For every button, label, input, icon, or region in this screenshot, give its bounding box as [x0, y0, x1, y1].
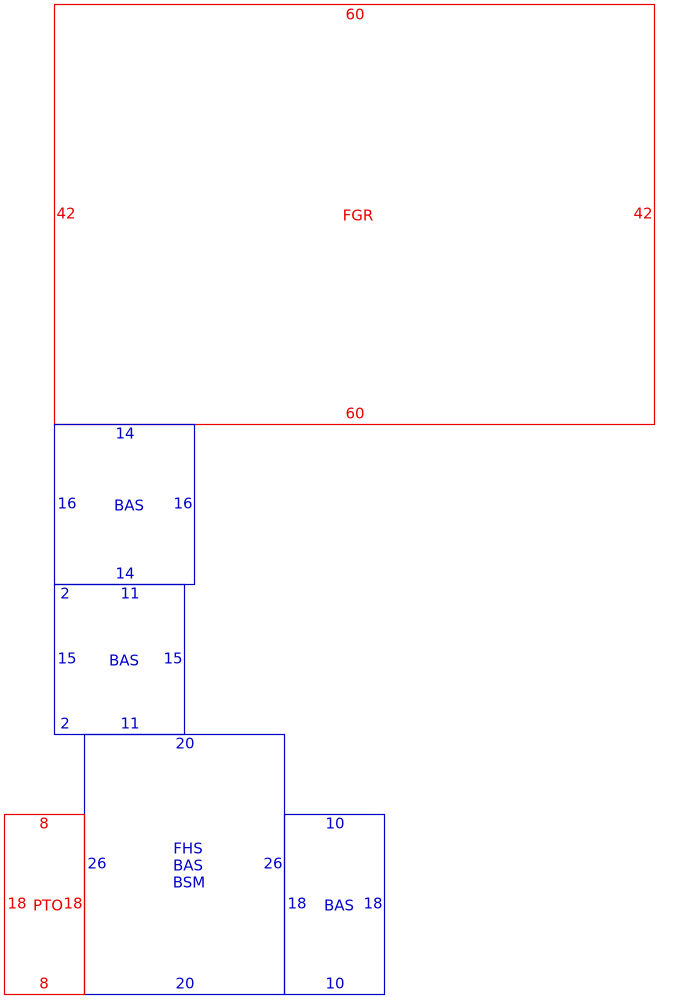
area-bas-middle-corner-top-dim: 2	[60, 585, 70, 603]
area-bas-middle-label: BAS	[109, 652, 139, 670]
area-bas-middle-top-dim: 11	[120, 585, 139, 603]
area-fgr-outline	[53, 3, 656, 426]
area-fhs-main-left-dim: 26	[87, 855, 106, 873]
area-bas-upper-bottom-dim: 14	[115, 565, 134, 583]
area-pto-label: PTO	[33, 897, 63, 915]
area-fhs-main-bottom-dim: 20	[175, 975, 194, 993]
area-pto-left-dim: 18	[7, 895, 26, 913]
area-pto-top-dim: 8	[39, 815, 49, 833]
area-bas-right-bottom-dim: 10	[325, 975, 344, 993]
area-bas-right-right-dim: 18	[363, 895, 382, 913]
area-bas-upper-left-dim: 16	[57, 495, 76, 513]
area-fhs-main-top-dim: 20	[175, 735, 194, 753]
area-pto: PTO 8 8 18 18	[3, 813, 86, 996]
area-bas-middle: BAS 11 11 15 15 2 2	[53, 583, 186, 736]
area-fgr-label: FGR	[343, 207, 374, 225]
area-bas-middle-right-dim: 15	[163, 650, 182, 668]
area-fgr-right-dim: 42	[633, 205, 652, 223]
area-fhs-main: FHS BAS BSM 20 20 26 26	[83, 733, 286, 996]
area-fhs-main-label-3: BSM	[173, 874, 206, 892]
area-fhs-main-label-1: FHS	[173, 840, 202, 858]
area-bas-right-top-dim: 10	[325, 815, 344, 833]
area-fhs-main-label-2: BAS	[173, 857, 203, 875]
area-bas-upper-top-dim: 14	[115, 425, 134, 443]
area-bas-right-left-dim: 18	[287, 895, 306, 913]
area-bas-middle-left-dim: 15	[57, 650, 76, 668]
area-fgr-bottom-dim: 60	[345, 405, 364, 423]
area-bas-right-label: BAS	[324, 897, 354, 915]
area-pto-outline	[3, 813, 86, 996]
area-pto-bottom-dim: 8	[39, 975, 49, 993]
area-bas-middle-corner-bottom-dim: 2	[60, 715, 70, 733]
area-bas-upper-label: BAS	[114, 497, 144, 515]
area-fgr-left-dim: 42	[56, 205, 75, 223]
area-pto-right-dim: 18	[63, 895, 82, 913]
area-bas-upper-right-dim: 16	[173, 495, 192, 513]
area-bas-upper: BAS 14 14 16 16	[53, 423, 196, 586]
area-fgr-top-dim: 60	[345, 6, 364, 24]
area-bas-middle-bottom-dim: 11	[120, 715, 139, 733]
area-bas-right-outline	[283, 813, 386, 996]
area-bas-right: BAS 10 10 18 18	[283, 813, 386, 996]
area-fgr: FGR 60 60 42 42	[53, 3, 656, 426]
area-fhs-main-right-dim: 26	[263, 855, 282, 873]
